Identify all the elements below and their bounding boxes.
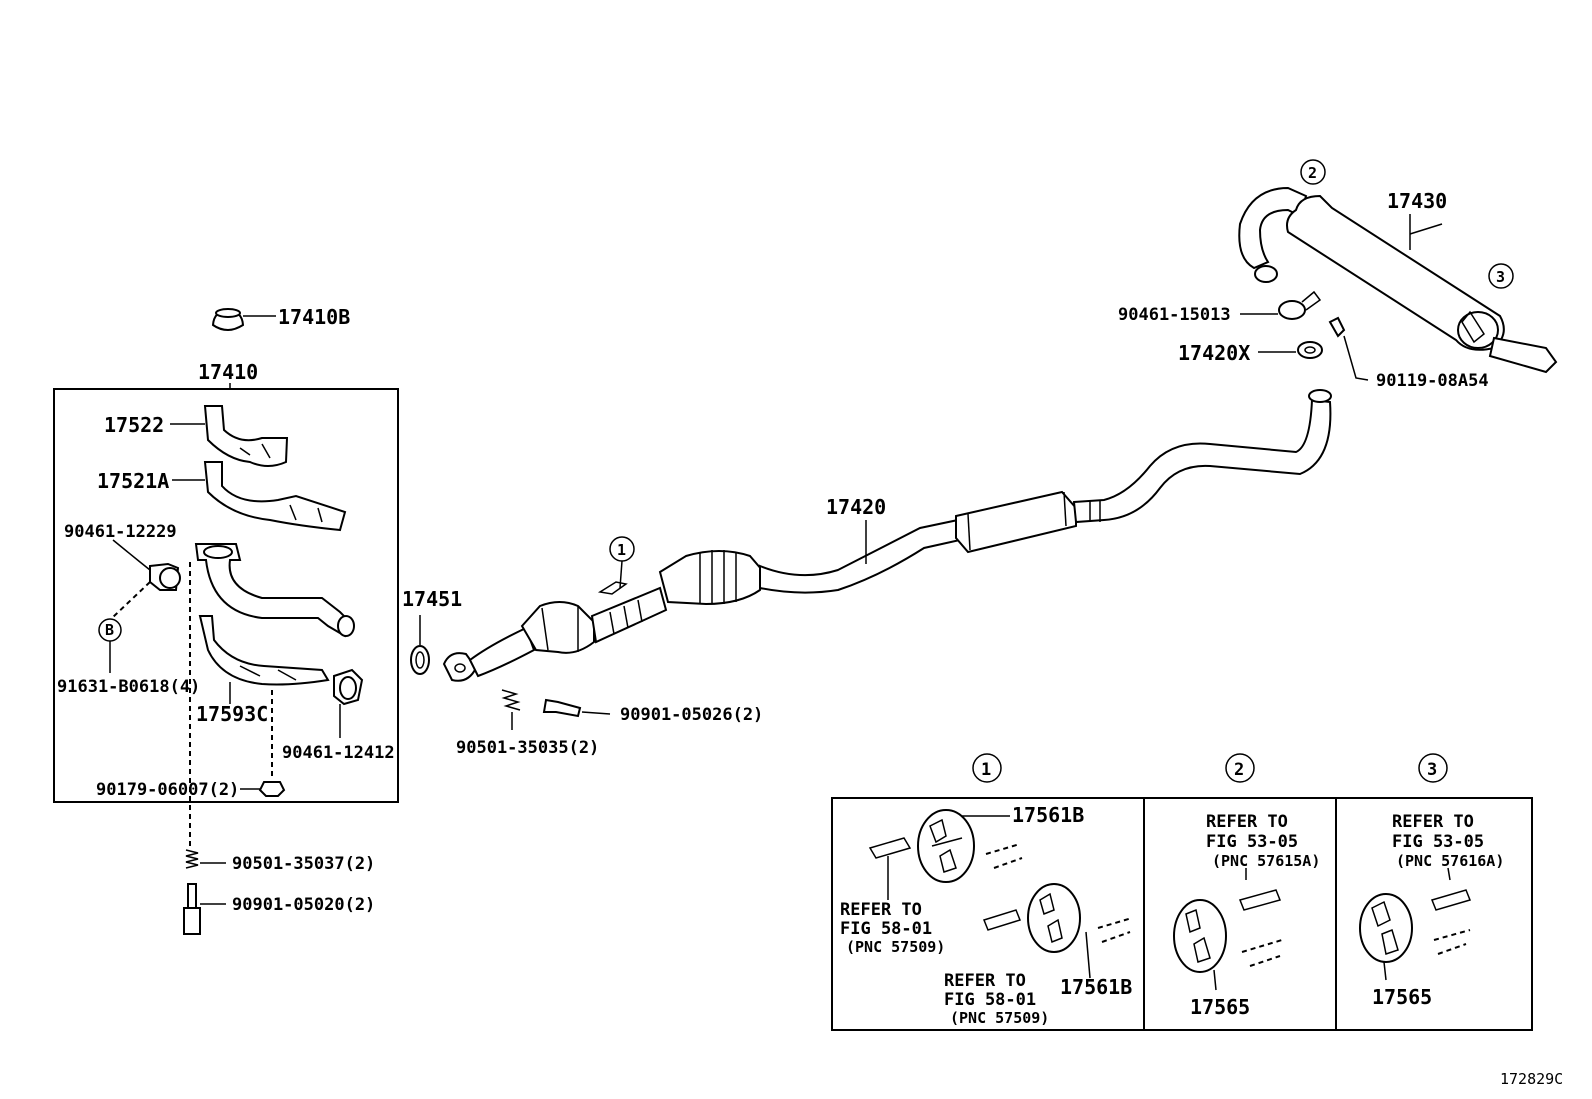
- detail-1-ref-a-3: (PNC 57509): [846, 938, 945, 956]
- label-90461-15013: 90461-15013: [1118, 305, 1231, 325]
- detail-3-ref-1: REFER TO: [1392, 812, 1474, 832]
- label-90501-35035: 90501-35035(2): [456, 738, 599, 758]
- label-17420: 17420: [826, 495, 886, 519]
- detail-1-ref-b-1: REFER TO: [944, 971, 1026, 991]
- part-90461-12229-clamp: [112, 539, 181, 591]
- part-17420x-gasket: [1258, 341, 1323, 359]
- diagram-id: 172829C: [1500, 1070, 1563, 1088]
- callout-2-circle: [1300, 159, 1326, 185]
- detail-2-header: 2: [1234, 760, 1244, 780]
- part-17522-heat-shield: [170, 405, 289, 467]
- label-17593c: 17593C: [196, 702, 268, 726]
- part-17420-exhaust-pipe: [442, 389, 1332, 682]
- detail-3-label: 17565: [1372, 985, 1432, 1009]
- manifold-assembly-box: [53, 388, 399, 803]
- part-17410b-cap: [211, 308, 276, 332]
- label-17451: 17451: [402, 587, 462, 611]
- part-90119-08a54-bolt: [1328, 316, 1369, 381]
- part-90901-05020-bolt: [183, 883, 226, 935]
- part-17451-gasket: [410, 645, 430, 675]
- detail-2-ref-1: REFER TO: [1206, 812, 1288, 832]
- label-90119-08a54: 90119-08A54: [1376, 371, 1489, 391]
- label-90901-05020: 90901-05020(2): [232, 895, 375, 915]
- detail-2-hanger: [1173, 868, 1283, 991]
- part-90179-nut: [240, 781, 286, 797]
- part-front-pipe-upper: [194, 543, 355, 638]
- detail-1-ref-a-1: REFER TO: [840, 900, 922, 920]
- label-90179-06007: 90179-06007(2): [96, 780, 239, 800]
- part-17430-rear-muffler: [1238, 186, 1558, 374]
- part-90901-05026-bolt: [542, 698, 611, 718]
- label-17420x: 17420X: [1178, 341, 1250, 365]
- callout-3-circle: [1488, 263, 1514, 289]
- callout-2: 2: [1308, 164, 1317, 182]
- part-90501-35037-spring: [185, 849, 226, 869]
- label-90461-12229: 90461-12229: [64, 522, 177, 542]
- part-90461-12412-clamp: [333, 668, 364, 738]
- label-17410: 17410: [198, 360, 258, 384]
- label-17410b: 17410B: [278, 305, 350, 329]
- detail-1-label-top: 17561B: [1012, 803, 1084, 827]
- label-17430: 17430: [1387, 189, 1447, 213]
- callout-b: B: [105, 621, 114, 639]
- label-90501-35037: 90501-35037(2): [232, 854, 375, 874]
- detail-2-label: 17565: [1190, 995, 1250, 1019]
- label-91631-b0618: 91631-B0618(4): [57, 677, 200, 697]
- part-90461-15013-clamp: [1240, 290, 1322, 320]
- label-17521a: 17521A: [97, 469, 169, 493]
- callout-1: 1: [617, 541, 626, 559]
- detail-1-label-bottom: 17561B: [1060, 975, 1132, 999]
- detail-3-hanger: [1359, 867, 1472, 981]
- detail-1-ref-b-3: (PNC 57509): [950, 1009, 1049, 1027]
- label-17522: 17522: [104, 413, 164, 437]
- detail-1-hanger-upper: [868, 809, 1023, 900]
- part-17593c-lower-shield: [198, 615, 330, 704]
- label-90461-12412: 90461-12412: [282, 743, 395, 763]
- detail-1-hanger-lower: [983, 883, 1133, 979]
- detail-3-ref-3: (PNC 57616A): [1396, 852, 1504, 870]
- detail-3-ref-2: FIG 53-05: [1392, 832, 1484, 852]
- detail-3-header: 3: [1427, 760, 1437, 780]
- detail-2-ref-3: (PNC 57615A): [1212, 852, 1320, 870]
- part-90501-35035-spring: [501, 689, 521, 730]
- detail-1-ref-b-2: FIG 58-01: [944, 990, 1036, 1010]
- detail-1-ref-a-2: FIG 58-01: [840, 919, 932, 939]
- callout-3: 3: [1496, 268, 1505, 286]
- detail-panels-frame: [831, 797, 1533, 1031]
- detail-2-ref-2: FIG 53-05: [1206, 832, 1298, 852]
- detail-1-header: 1: [981, 760, 991, 780]
- part-17521a-heat-shield: [172, 461, 347, 532]
- label-90901-05026: 90901-05026(2): [620, 705, 763, 725]
